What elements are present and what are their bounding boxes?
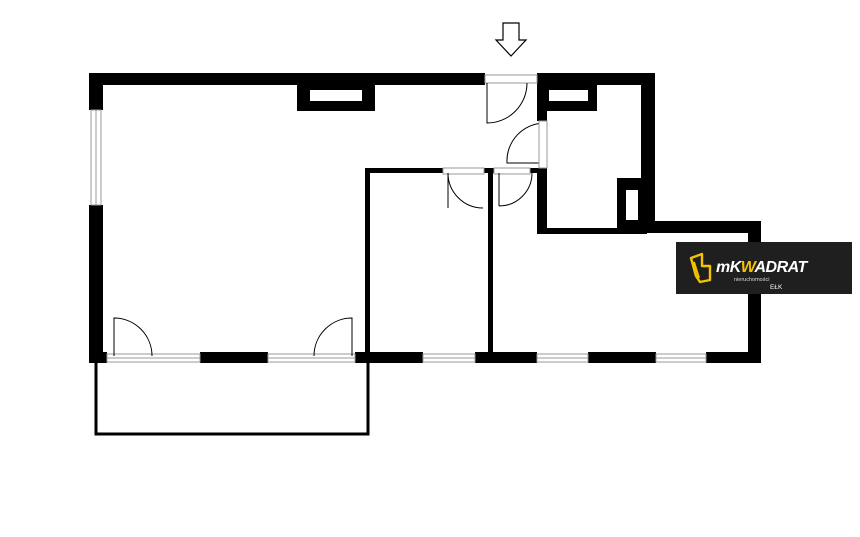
logo-subtitle: nieruchomości [734, 277, 770, 283]
ventilation-ducts [297, 83, 647, 230]
doors [113, 74, 548, 357]
room-door-2 [498, 172, 533, 207]
entrance-door [486, 82, 528, 124]
entrance-arrow-icon [494, 22, 528, 57]
wall-bottom-5 [588, 352, 656, 363]
wall-bottom-6 [706, 352, 761, 363]
logo-brand-name: mKWADRAT [716, 259, 807, 276]
entrance-door-frame [484, 74, 538, 84]
company-logo: mKWADRAT nieruchomości EŁK [676, 242, 852, 294]
wall-bottom-4 [475, 352, 537, 363]
bathroom-door [506, 122, 546, 164]
wall-partition-left [365, 168, 370, 358]
wall-partition-top-c [530, 168, 540, 173]
walls [89, 73, 761, 363]
logo-city: EŁK [770, 284, 783, 291]
balcony [94, 362, 370, 436]
wall-left-upper [89, 73, 103, 110]
wall-bathroom-bottom [537, 228, 647, 234]
room-door-1 [447, 172, 484, 209]
balcony-outline [94, 362, 370, 436]
wall-partition-mid [488, 168, 493, 358]
wall-partition-top-a [365, 168, 443, 173]
wall-top-left [89, 73, 485, 85]
wall-bottom-3 [355, 352, 423, 363]
balcony-door-2 [313, 317, 353, 357]
wall-bottom-2 [200, 352, 268, 363]
wall-left-lower [89, 205, 103, 363]
windows [90, 109, 707, 363]
wall-bathroom-left-lower [537, 168, 547, 234]
wall-top-right [537, 73, 655, 85]
wall-bottom-1 [93, 352, 107, 363]
balcony-door-1 [113, 317, 153, 357]
house-logo-icon [689, 252, 712, 284]
wall-bathroom-step [641, 221, 761, 233]
